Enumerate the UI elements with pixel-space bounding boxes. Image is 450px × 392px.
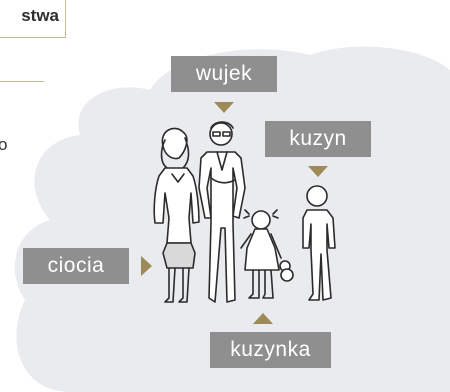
title-box: stwa (0, 0, 66, 38)
figure-girl (240, 209, 294, 299)
arrow-up-kuzynka (253, 313, 273, 324)
figure-boy (302, 185, 336, 301)
label-kuzyn: kuzyn (265, 121, 371, 157)
label-wujek: wujek (171, 56, 277, 92)
arrow-right-ciocia (141, 256, 152, 276)
side-text-fragment: o (0, 135, 8, 154)
figure-uncle (198, 121, 246, 303)
label-ciocia: ciocia (23, 248, 129, 284)
arrow-down-wujek (214, 102, 234, 113)
arrow-down-kuzyn (308, 166, 328, 177)
figure-aunt (153, 127, 200, 303)
family-illustration (153, 121, 336, 303)
divider-line (0, 81, 44, 82)
title-text: stwa (21, 6, 59, 25)
label-kuzynka: kuzynka (210, 332, 331, 368)
